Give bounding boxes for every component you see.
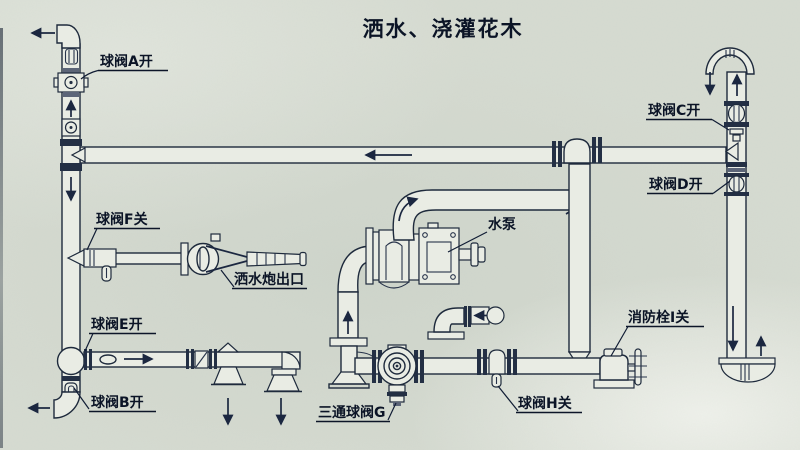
right-riser-pipe [704, 47, 776, 383]
suction-flange [329, 337, 368, 347]
spray-branch-coupling [186, 349, 217, 369]
cannon-branch [66, 233, 307, 282]
pump-shaft [458, 248, 472, 261]
hydrant-handwheel [634, 348, 642, 386]
fill-port-elbow [427, 306, 505, 340]
label-valve-a: 球阀A开 [100, 53, 153, 70]
cannon-yoke-arm-top [205, 245, 248, 258]
junction-check-right [724, 141, 739, 162]
label-cannon-outlet: 洒水炮出口 [234, 271, 304, 288]
labels-layer: 洒水、浇灌花木 球阀A开 球阀C开 球阀D开 球阀F关 洒水炮出口 水泵 球阀E… [73, 17, 731, 423]
bottom-left-outlet [27, 376, 81, 419]
three-way-valve-g [372, 344, 424, 406]
fire-hydrant-i [593, 348, 647, 389]
label-pump: 水泵 [488, 216, 516, 233]
right-riser-dome-cap [705, 47, 755, 75]
junction-check-left [70, 146, 86, 164]
ball-valve-d [724, 173, 749, 196]
left-riser-coupling [61, 118, 81, 137]
water-cannon [180, 233, 307, 276]
branch-ball-joint [56, 346, 86, 376]
main-horizontal-pipe [79, 146, 727, 164]
label-valve-d: 球阀D开 [649, 176, 703, 193]
pump-body [418, 227, 460, 285]
main-pipe-tee [563, 138, 591, 164]
spray-branch [56, 342, 302, 426]
cannon-yoke-arm-bottom [205, 260, 248, 273]
label-valve-h: 球阀H关 [518, 395, 572, 412]
label-valve-g: 三通球阀G [318, 404, 386, 421]
label-valve-e: 球阀E开 [91, 316, 143, 333]
ball-valve-h [477, 349, 517, 388]
ball-valve-f [83, 248, 117, 282]
left-riser-top-elbow [56, 24, 81, 49]
spray-nozzle-1 [211, 342, 246, 386]
ball-valve-e [84, 349, 117, 370]
diagram-title: 洒水、浇灌花木 [363, 17, 524, 41]
bottom-manifold-pipe [372, 306, 647, 406]
flow-arrow-discharge-curve [398, 196, 419, 222]
label-hydrant-i: 消防栓I关 [628, 309, 689, 326]
ball-valve-a [53, 68, 89, 97]
right-riser-bell-mouth [718, 357, 776, 383]
label-valve-f: 球阀F关 [96, 211, 148, 228]
pump-suction-pipe [328, 245, 382, 389]
spray-nozzle-2 [264, 351, 302, 393]
label-valve-b: 球阀B开 [91, 394, 144, 411]
bottom-left-elbow [53, 391, 81, 419]
ball-valve-c [724, 101, 749, 127]
label-valve-c: 球阀C开 [648, 102, 700, 119]
